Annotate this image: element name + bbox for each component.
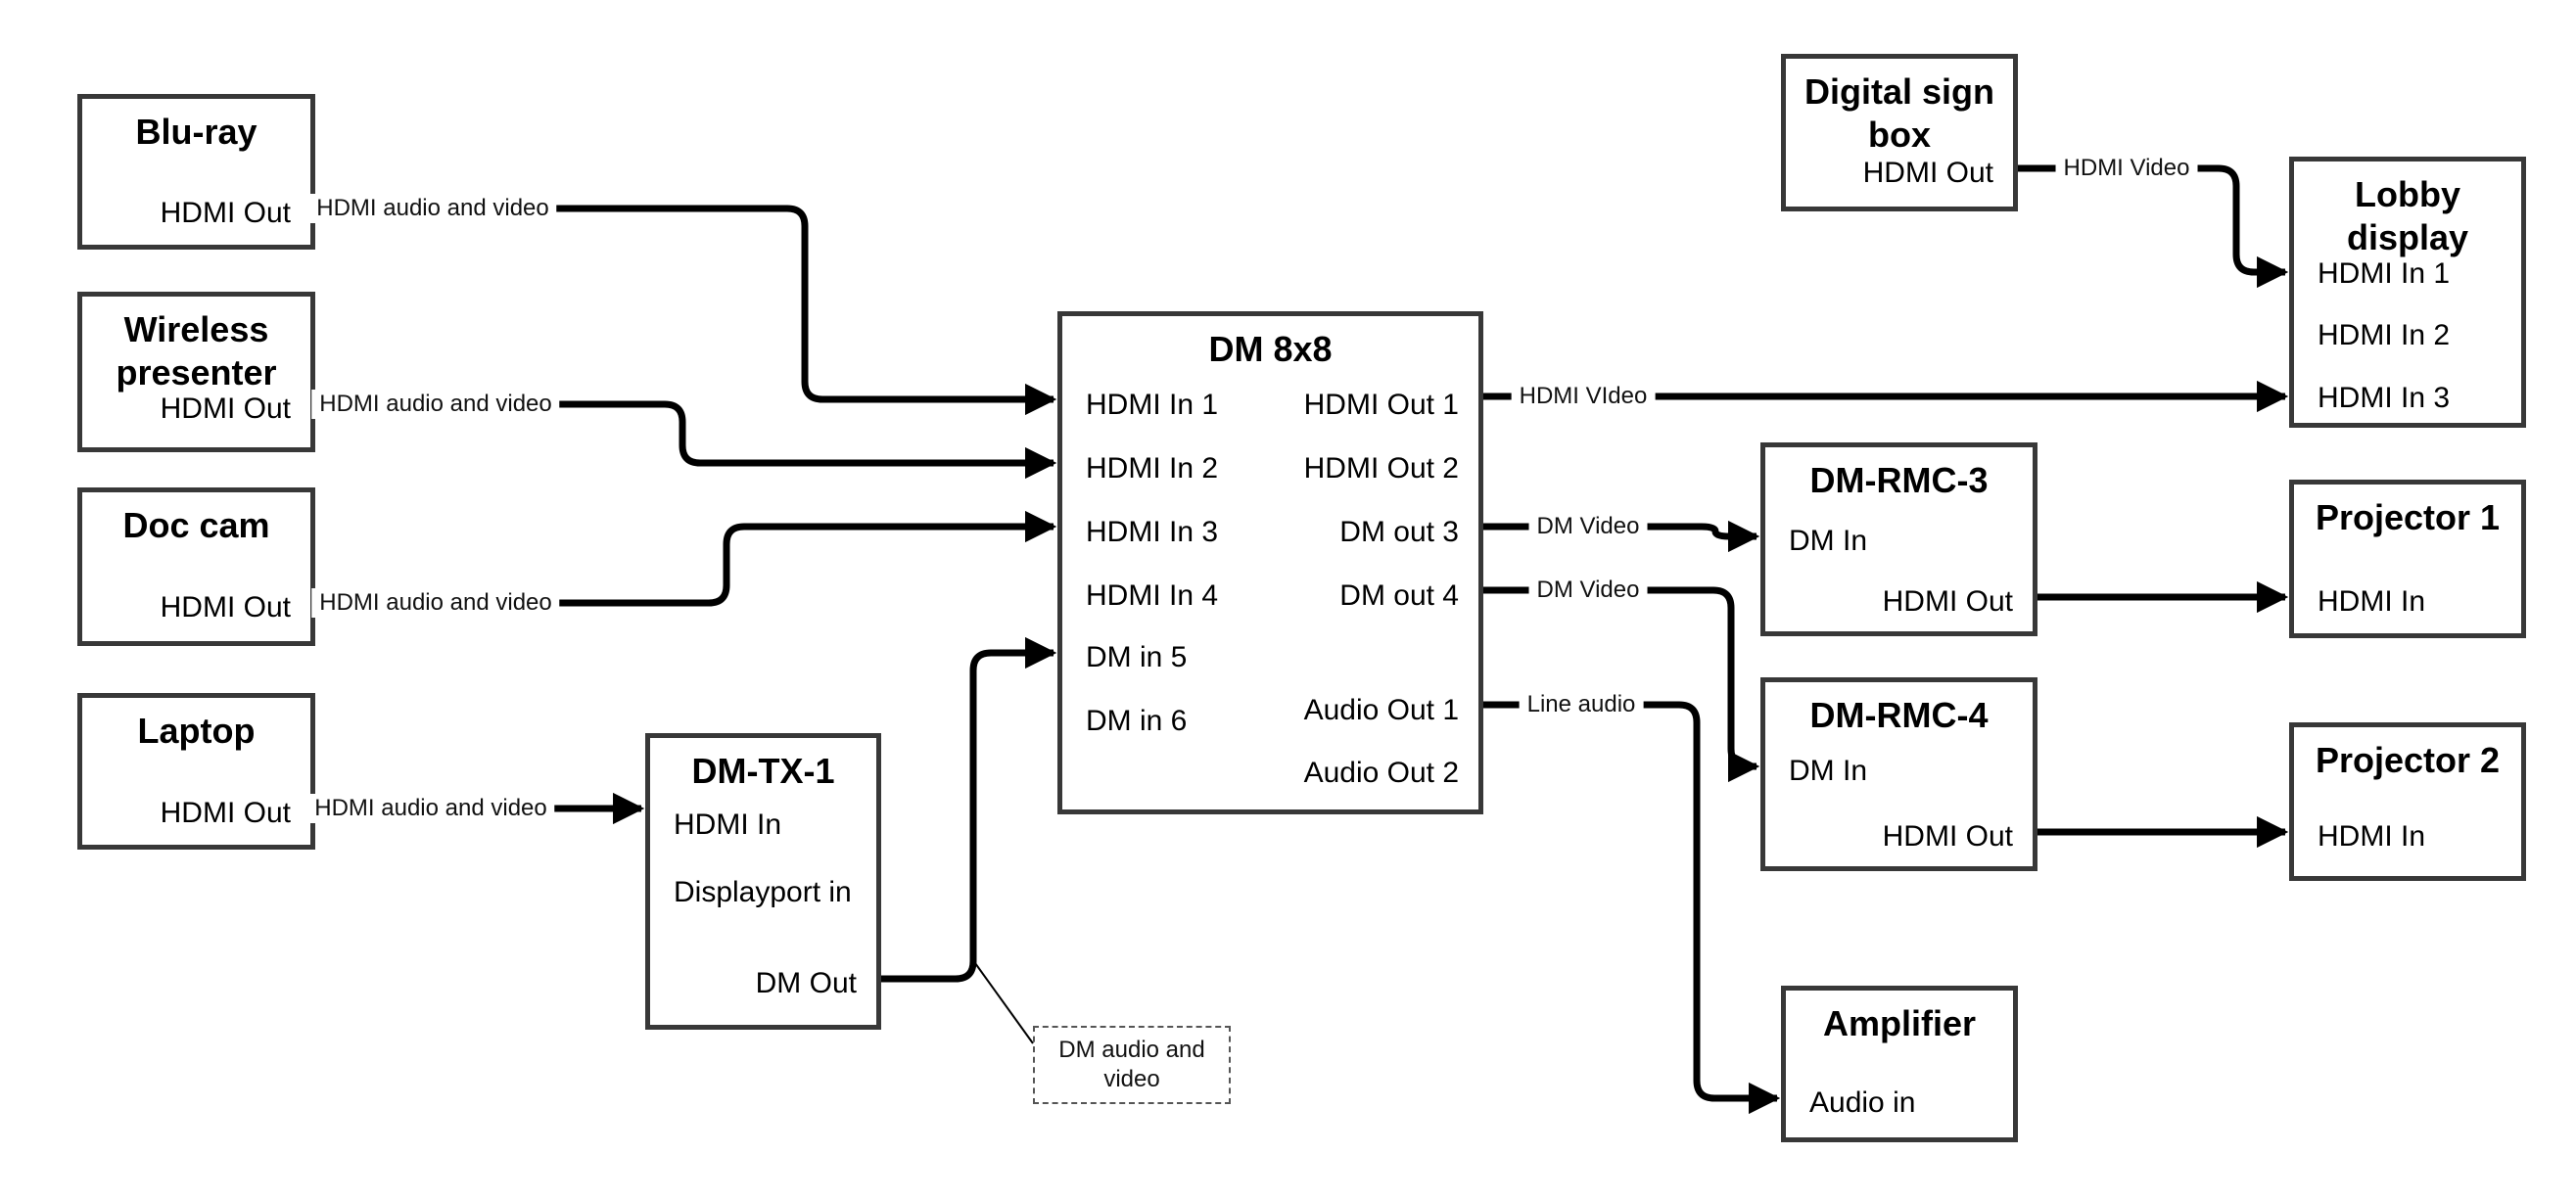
callout-text: DM audio and video: [1058, 1037, 1205, 1092]
cable-dm8x8-out4-to-dmrmc4: [1483, 586, 1760, 783]
port-audio-out-1: Audio Out 1: [1303, 694, 1459, 726]
port-hdmi-out: HDMI Out: [1882, 820, 2013, 853]
node-title: Projector 2: [2315, 740, 2501, 780]
node-amplifier: Amplifier Audio in: [1781, 986, 2018, 1142]
node-title: DM 8x8: [1208, 329, 1333, 369]
port-hdmi-in-2: HDMI In 2: [1086, 452, 1219, 485]
port-hdmi-out: HDMI Out: [160, 197, 291, 229]
node-title: Amplifier: [1822, 1003, 1977, 1043]
cable-label: Line audio: [1519, 690, 1644, 719]
node-dm-tx-1: DM-TX-1 HDMI In Displayport in DM Out: [645, 733, 881, 1030]
port-dm-in-6: DM in 6: [1086, 705, 1188, 737]
port-hdmi-in: HDMI In: [2318, 820, 2426, 853]
node-dm-8x8: DM 8x8 HDMI In 1 HDMI In 2 HDMI In 3 HDM…: [1057, 311, 1483, 814]
port-hdmi-out-2: HDMI Out 2: [1303, 452, 1459, 485]
node-title: Laptop: [137, 711, 256, 751]
port-hdmi-out: HDMI Out: [160, 797, 291, 829]
port-dm-in: DM In: [1789, 525, 1868, 557]
node-lobby-display: Lobby display HDMI In 1 HDMI In 2 HDMI I…: [2289, 157, 2526, 428]
node-laptop: Laptop HDMI Out: [77, 693, 315, 850]
callout-leader-line: [974, 962, 1034, 1044]
node-title: Blu-ray: [135, 112, 258, 152]
port-audio-out-2: Audio Out 2: [1303, 757, 1459, 789]
cable-label: HDMI Video: [2055, 154, 2198, 183]
port-displayport-in: Displayport in: [674, 876, 852, 908]
node-title: DM-TX-1: [691, 751, 835, 791]
port-hdmi-out-1: HDMI Out 1: [1303, 389, 1459, 421]
port-hdmi-in: HDMI In: [2318, 585, 2426, 618]
cable-dmtx1-dmout-to-dm8x8-in5: [881, 636, 1057, 983]
port-hdmi-in-3: HDMI In 3: [2318, 382, 2451, 414]
port-audio-in: Audio in: [1809, 1086, 1916, 1119]
port-hdmi-in-2: HDMI In 2: [2318, 319, 2451, 351]
port-dm-out-4: DM out 4: [1339, 579, 1459, 612]
node-title: Lobby display: [2346, 174, 2469, 257]
port-dm-out-3: DM out 3: [1339, 516, 1459, 548]
node-title: Projector 1: [2315, 497, 2501, 537]
node-title: Digital sign box: [1803, 71, 1994, 155]
cable-label: HDMI VIdeo: [1511, 382, 1656, 411]
port-hdmi-out: HDMI Out: [160, 393, 291, 425]
cable-label: DM Video: [1528, 576, 1648, 605]
port-dm-in-5: DM in 5: [1086, 641, 1188, 673]
node-title: DM-RMC-3: [1809, 460, 1989, 500]
node-doc-cam: Doc cam HDMI Out: [77, 487, 315, 646]
port-hdmi-in-1: HDMI In 1: [2318, 257, 2451, 290]
node-projector-2: Projector 2 HDMI In: [2289, 722, 2526, 881]
cable-label: HDMI audio and video: [311, 390, 560, 419]
node-title: Doc cam: [122, 505, 270, 545]
cable-bluray-to-dm8x8-in1: [315, 205, 1057, 416]
port-hdmi-out: HDMI Out: [160, 591, 291, 624]
node-title: DM-RMC-4: [1809, 695, 1989, 735]
node-wireless-presenter: Wireless presenter HDMI Out: [77, 292, 315, 452]
node-title: Wireless presenter: [116, 309, 277, 393]
node-digital-sign-box: Digital sign box HDMI Out: [1781, 54, 2018, 211]
callout-dm-audio-and-video: DM audio and video: [1033, 1026, 1231, 1104]
port-hdmi-in-1: HDMI In 1: [1086, 389, 1219, 421]
port-hdmi-in: HDMI In: [674, 808, 782, 841]
cable-label: HDMI audio and video: [311, 588, 560, 618]
cable-digitalsign-to-lobby-in1: [2018, 164, 2289, 289]
node-dm-rmc-3: DM-RMC-3 DM In HDMI Out: [1760, 442, 2037, 636]
port-hdmi-in-4: HDMI In 4: [1086, 579, 1219, 612]
port-hdmi-out: HDMI Out: [1862, 157, 1993, 189]
port-dm-in: DM In: [1789, 755, 1868, 787]
port-hdmi-in-3: HDMI In 3: [1086, 516, 1219, 548]
cable-label: HDMI audio and video: [308, 194, 557, 223]
cable-dm8x8-audio1-to-amplifier: [1483, 701, 1781, 1115]
node-blu-ray: Blu-ray HDMI Out: [77, 94, 315, 250]
port-hdmi-out: HDMI Out: [1882, 585, 2013, 618]
cable-label: DM Video: [1528, 512, 1648, 541]
port-dm-out: DM Out: [755, 967, 857, 999]
cable-label: HDMI audio and video: [306, 794, 555, 823]
node-dm-rmc-4: DM-RMC-4 DM In HDMI Out: [1760, 677, 2037, 871]
node-projector-1: Projector 1 HDMI In: [2289, 480, 2526, 638]
